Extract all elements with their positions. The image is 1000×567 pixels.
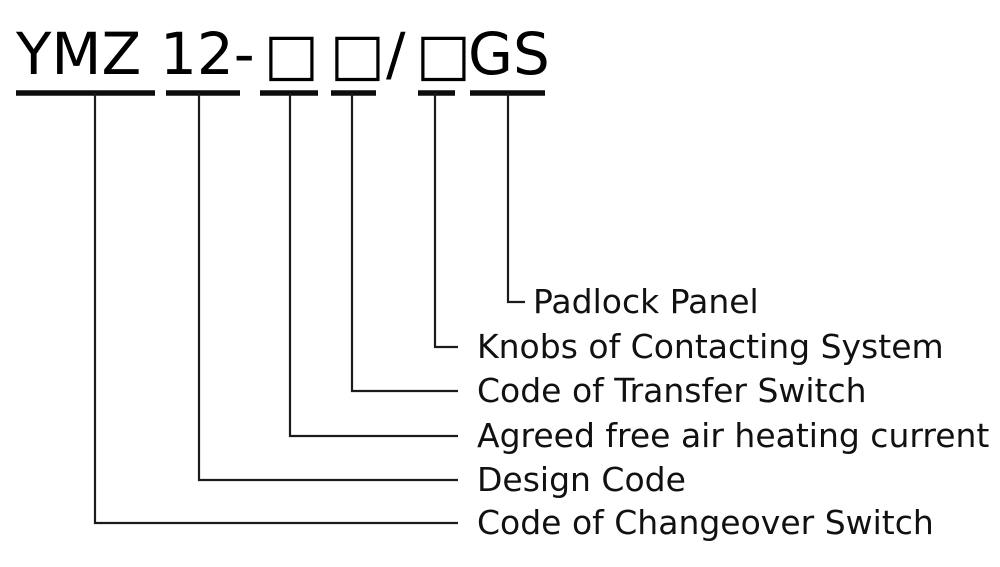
code-token: / [386, 20, 406, 88]
callout-label-heating-current: Agreed free air heating current [477, 416, 989, 455]
leader-line-heating-current [288, 93, 458, 438]
code-token: GS [468, 20, 550, 88]
leader-line-transfer-switch [350, 93, 458, 393]
leader-line-padlock-panel [506, 93, 525, 304]
code-token: □ [330, 20, 385, 88]
leader-lines-group [93, 93, 525, 525]
code-token: □ [416, 20, 471, 88]
callout-label-design-code: Design Code [477, 460, 686, 499]
code-token: □ [264, 20, 319, 88]
leader-line-design-code [197, 93, 458, 482]
code-token: 12- [160, 20, 255, 88]
callout-label-transfer-switch: Code of Transfer Switch [477, 371, 867, 410]
code-token: YMZ [15, 20, 141, 88]
leader-line-contacting-knobs [433, 93, 458, 349]
callout-label-padlock-panel: Padlock Panel [533, 282, 759, 321]
callout-label-changeover-switch: Code of Changeover Switch [477, 503, 934, 542]
leader-line-changeover-switch [93, 93, 458, 525]
callout-label-contacting-knobs: Knobs of Contacting System [477, 327, 944, 366]
